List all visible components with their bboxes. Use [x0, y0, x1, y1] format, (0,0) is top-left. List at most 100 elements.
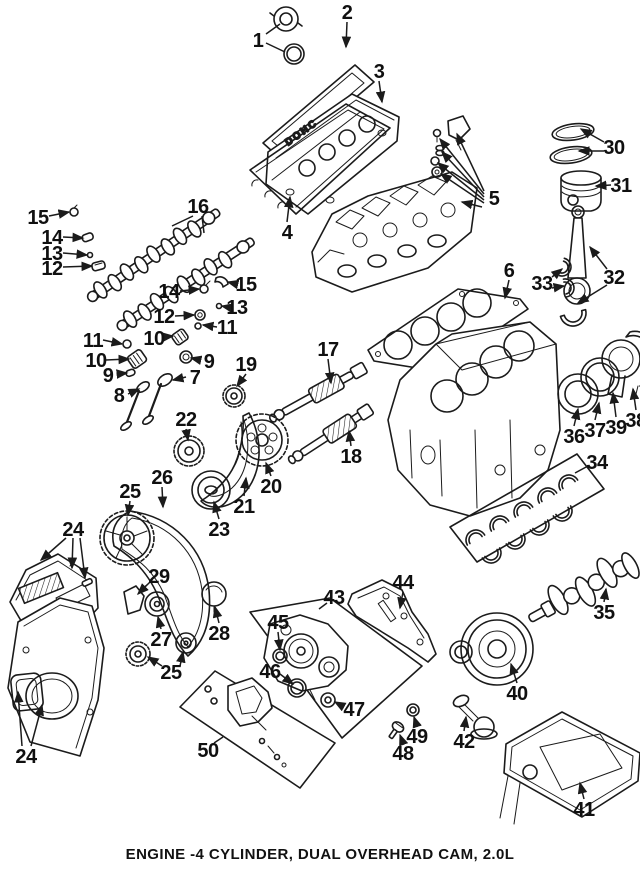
callout-leader-3 — [375, 80, 386, 104]
callout-leader-10 — [105, 354, 131, 365]
callout-label-29: 29 — [148, 566, 170, 588]
callout-leader-24 — [30, 703, 44, 747]
callout-label-6: 6 — [504, 260, 515, 282]
callout-leader-33 — [551, 282, 566, 293]
callout-label-24: 24 — [62, 519, 85, 541]
callout-leader-14 — [62, 232, 85, 243]
cylinder-head — [311, 171, 478, 293]
callout-leader-35 — [599, 587, 610, 603]
callout-leader-33 — [550, 268, 564, 280]
callout-leader-30 — [579, 128, 605, 143]
timing-belt-lower-cover — [7, 597, 105, 757]
callout-label-30: 30 — [603, 137, 625, 159]
callout-leader-1 — [265, 23, 281, 35]
callout-label-31: 31 — [610, 175, 632, 197]
balance-shaft-front — [268, 361, 368, 423]
callout-label-9: 9 — [204, 351, 215, 373]
callout-leader-2 — [341, 21, 352, 49]
balance-shaft-belt — [200, 412, 260, 508]
callout-leader-24 — [67, 537, 78, 570]
callout-label-8: 8 — [114, 385, 125, 407]
callout-label-11: 11 — [83, 330, 104, 352]
callout-leader-24 — [78, 537, 89, 580]
engine-block — [387, 321, 561, 517]
callout-leader-32 — [589, 245, 608, 270]
tensioner-pulley-b — [191, 470, 231, 510]
callout-label-50: 50 — [197, 740, 219, 762]
oil-pickup-tube — [452, 694, 498, 740]
callout-leader-36 — [570, 407, 581, 427]
valve-cover-gasket — [249, 103, 391, 215]
callout-label-43: 43 — [323, 587, 345, 609]
callout-label-5: 5 — [489, 188, 500, 210]
callout-leader-5 — [439, 137, 485, 195]
bolt-washer — [406, 703, 420, 717]
connecting-rod — [559, 205, 591, 327]
callout-leader-19 — [236, 373, 248, 388]
callout-label-3: 3 — [374, 61, 385, 83]
callout-leader-12 — [62, 261, 94, 272]
crankshaft-sprocket-toothed — [125, 641, 151, 667]
callout-leader-38 — [629, 387, 640, 411]
callout-leader-5 — [440, 150, 485, 198]
callout-label-22: 22 — [175, 409, 197, 431]
callout-leader-11 — [102, 337, 124, 347]
callout-label-49: 49 — [406, 726, 428, 748]
callout-label-20: 20 — [260, 476, 282, 498]
callout-leader-25 — [176, 650, 186, 667]
tensioner-pulley-small — [175, 632, 197, 654]
callout-label-34: 34 — [586, 452, 609, 474]
callout-leader-16 — [171, 215, 194, 227]
callout-leader-34 — [574, 465, 589, 474]
callout-label-1: 1 — [253, 30, 264, 52]
callout-leader-22 — [181, 428, 191, 442]
main-bearing-set — [449, 453, 605, 564]
callout-label-25: 25 — [160, 662, 182, 684]
callout-leader-49 — [412, 715, 422, 729]
callout-label-7: 7 — [190, 367, 201, 389]
callout-label-45: 45 — [267, 612, 289, 634]
camshaft-intake — [86, 208, 221, 303]
callout-leader-13 — [62, 249, 89, 259]
pump-gasket-plate — [347, 579, 437, 663]
callout-leader-21 — [240, 476, 250, 497]
callout-label-17: 17 — [317, 339, 339, 361]
callout-leader-28 — [212, 605, 223, 624]
callout-label-10: 10 — [85, 350, 107, 372]
callout-leader-5 — [436, 162, 485, 201]
callout-label-15: 15 — [27, 207, 49, 229]
callout-label-36: 36 — [563, 426, 585, 448]
engine-mount-bracket — [204, 677, 287, 768]
diagram-caption: ENGINE -4 CYLINDER, DUAL OVERHEAD CAM, 2… — [125, 846, 515, 863]
crankshaft-pulley — [449, 612, 534, 686]
callout-label-2: 2 — [342, 2, 353, 24]
crankshaft — [528, 552, 640, 623]
callout-leader-39 — [609, 391, 620, 418]
callout-leader-1 — [265, 42, 286, 53]
crank-sprocket-small — [173, 435, 205, 467]
callout-label-42: 42 — [453, 731, 475, 753]
valve-keeper-set-right — [171, 276, 229, 364]
callout-leader-8 — [127, 388, 141, 398]
callout-label-13: 13 — [41, 243, 63, 265]
callout-leader-5 — [439, 173, 485, 204]
callout-leader-18 — [345, 429, 356, 447]
callout-leader-10 — [162, 332, 175, 342]
camshaft-exhaust — [116, 237, 255, 332]
callout-leader-5 — [460, 199, 483, 210]
balance-shaft-gear — [222, 384, 246, 408]
callout-leader-24 — [13, 690, 24, 747]
callout-leader-46 — [279, 673, 295, 685]
spark-plug-boot-and-hardware — [430, 115, 471, 178]
oil-pump-plug — [320, 692, 336, 708]
callout-label-15: 15 — [235, 274, 257, 296]
callout-label-40: 40 — [506, 683, 528, 705]
callout-label-38: 38 — [625, 410, 640, 432]
engine-mount-kit-box — [179, 670, 336, 789]
callout-leader-9 — [189, 355, 203, 365]
callout-leader-23 — [212, 500, 222, 520]
callout-leader-12 — [174, 310, 196, 321]
callout-leader-13 — [220, 303, 234, 313]
callout-leader-31 — [594, 180, 612, 191]
